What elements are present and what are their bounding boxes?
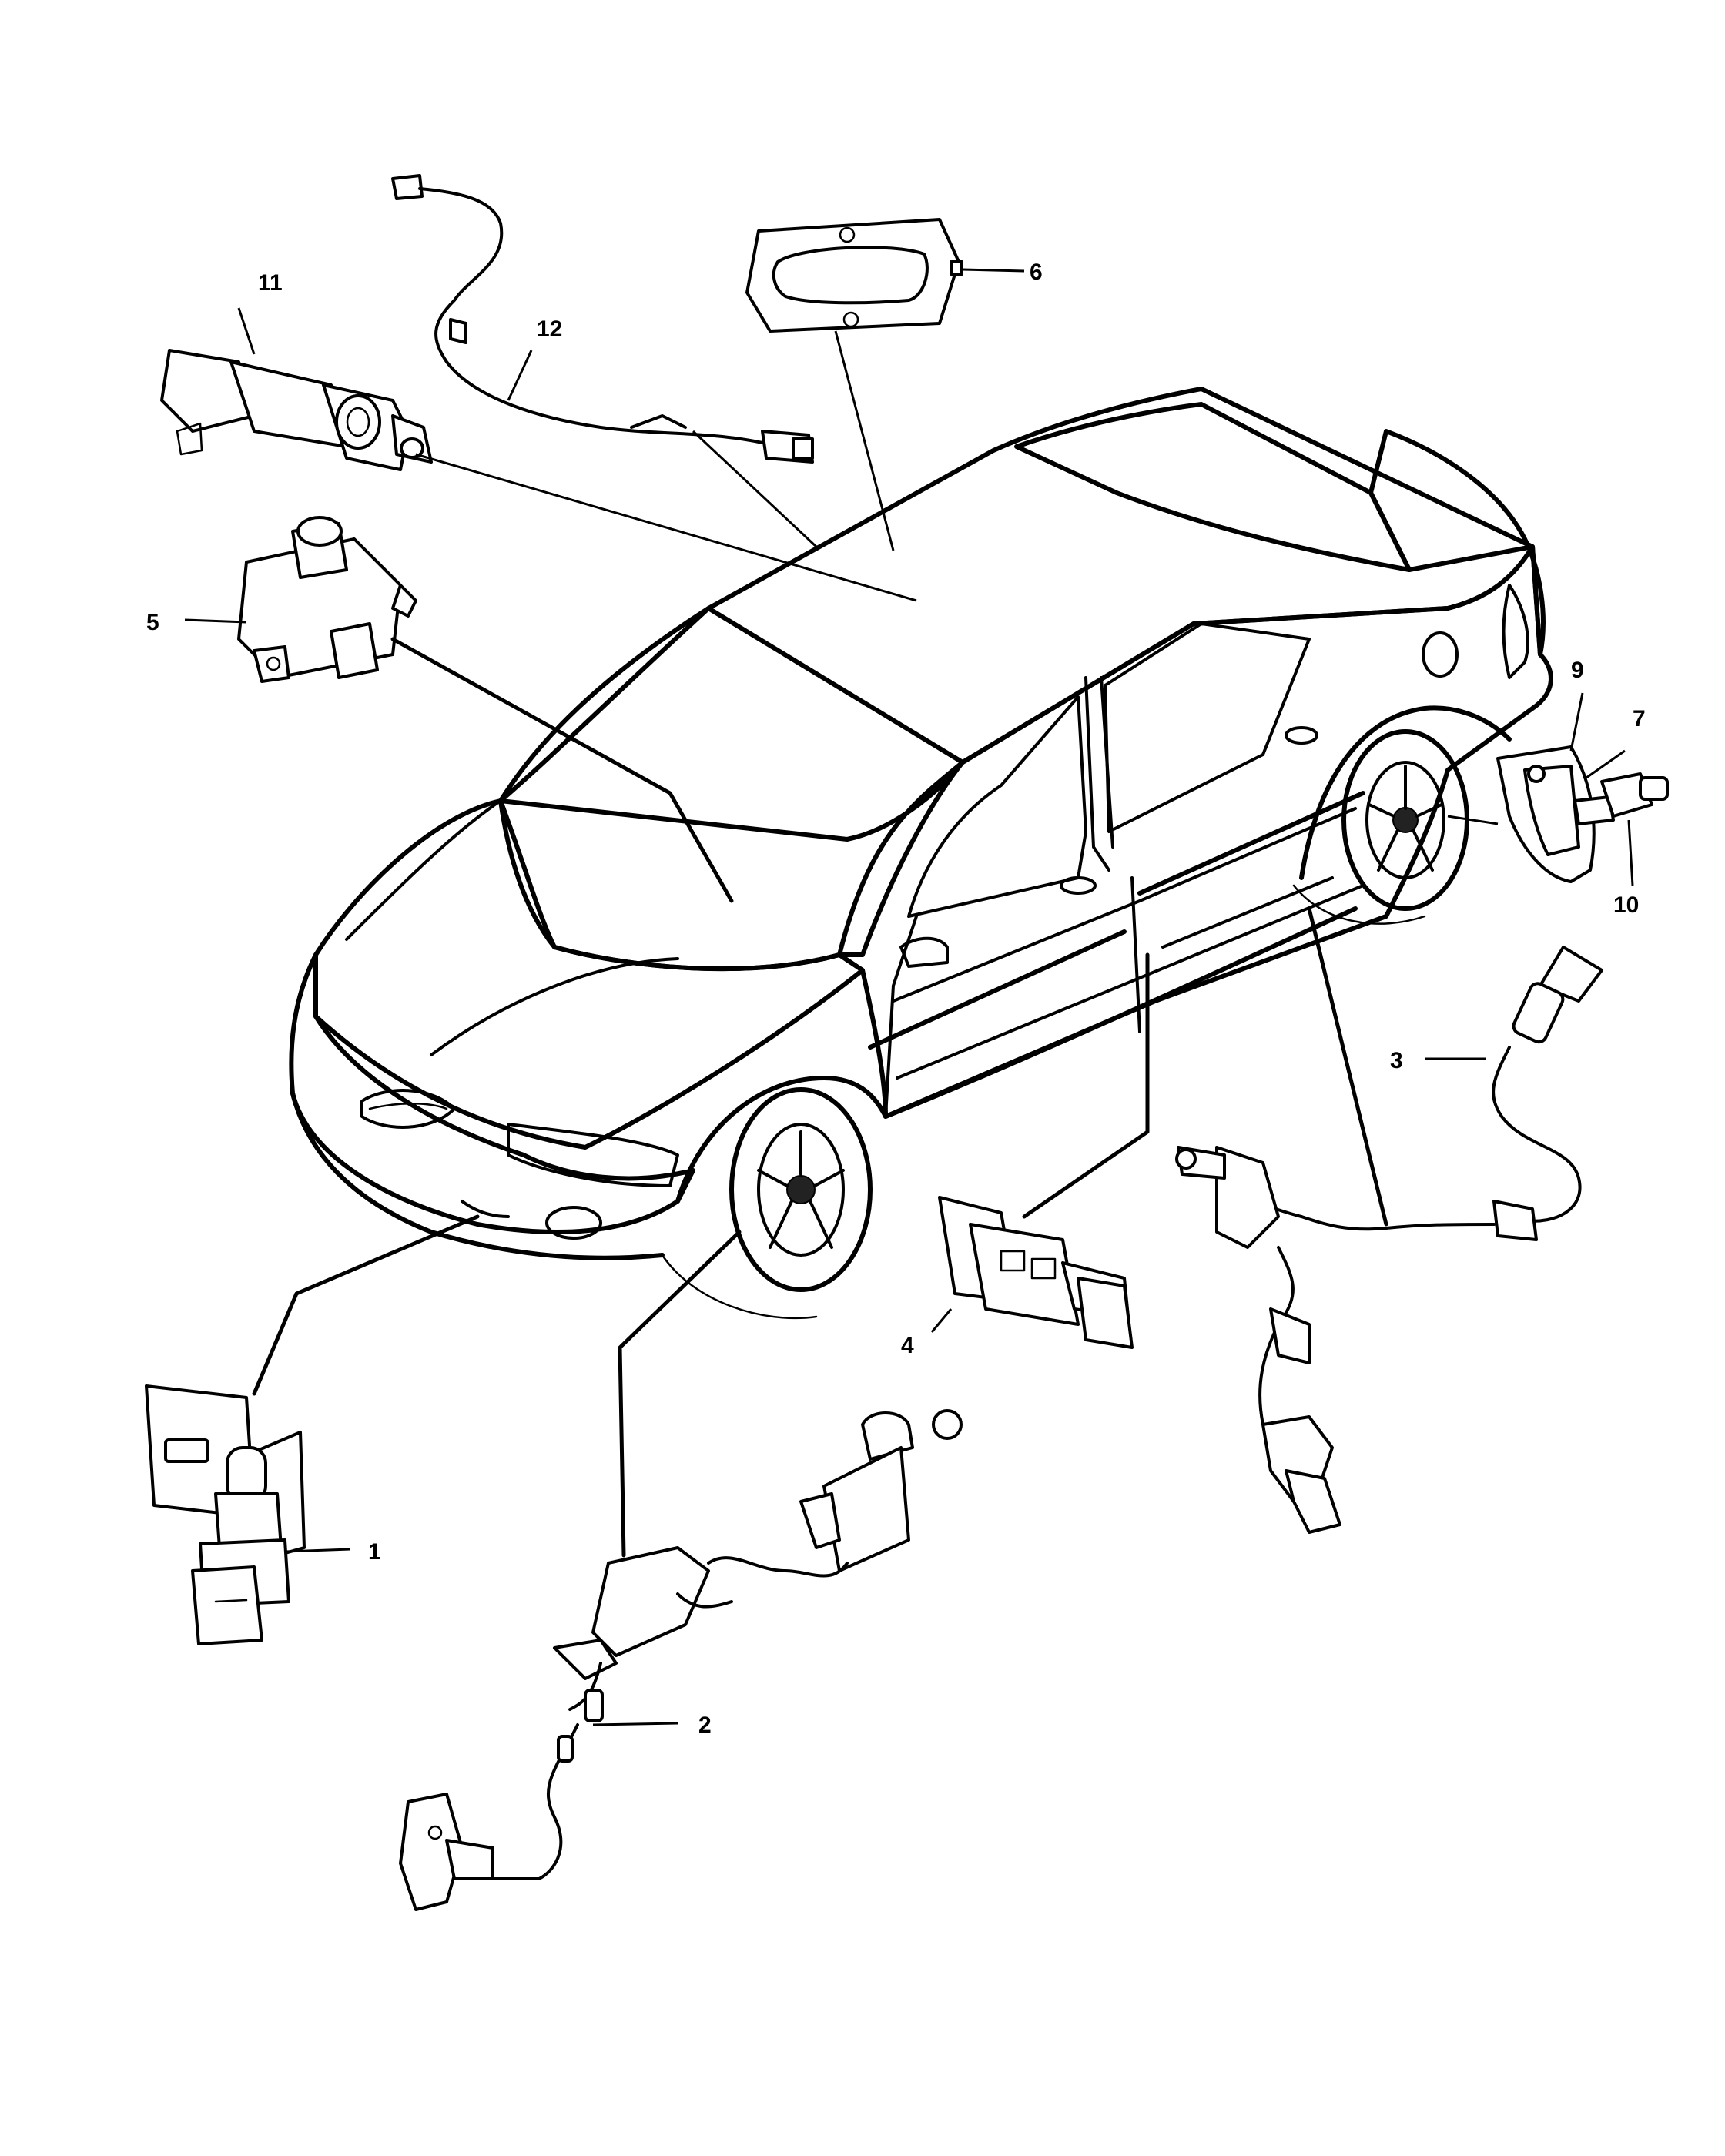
part-7-9-10-tire-pressure-sensor xyxy=(1496,745,1669,883)
part-11-sensor-module xyxy=(160,349,433,471)
part-12-wiring-harness xyxy=(391,174,814,464)
callout-3: 3 xyxy=(1390,1048,1403,1073)
callout-9: 9 xyxy=(1571,658,1584,683)
callout-1: 1 xyxy=(368,1539,381,1565)
callout-12: 12 xyxy=(537,316,562,342)
callout-labels: 1 2 3 4 5 6 7 9 10 11 12 xyxy=(146,259,1646,1738)
callout-11: 11 xyxy=(258,270,283,296)
part-6-overhead-sensor xyxy=(745,218,963,333)
sedan-illustration xyxy=(289,387,1553,1320)
part-2-front-wheel-speed-sensor xyxy=(399,1409,963,1911)
callout-5: 5 xyxy=(146,610,159,635)
part-1-brake-switch xyxy=(145,1384,306,1645)
callout-6: 6 xyxy=(1030,259,1043,285)
part-5-sensor-module xyxy=(237,516,417,683)
callout-7: 7 xyxy=(1633,706,1646,732)
callout-10: 10 xyxy=(1613,892,1639,918)
part-3-rear-wheel-speed-sensor xyxy=(1175,946,1603,1534)
callout-2: 2 xyxy=(698,1712,712,1738)
pointer-lines xyxy=(252,330,1499,1558)
callout-leaders xyxy=(184,268,1634,1726)
part-4-impact-sensor xyxy=(938,1196,1134,1349)
callout-4: 4 xyxy=(901,1333,914,1358)
